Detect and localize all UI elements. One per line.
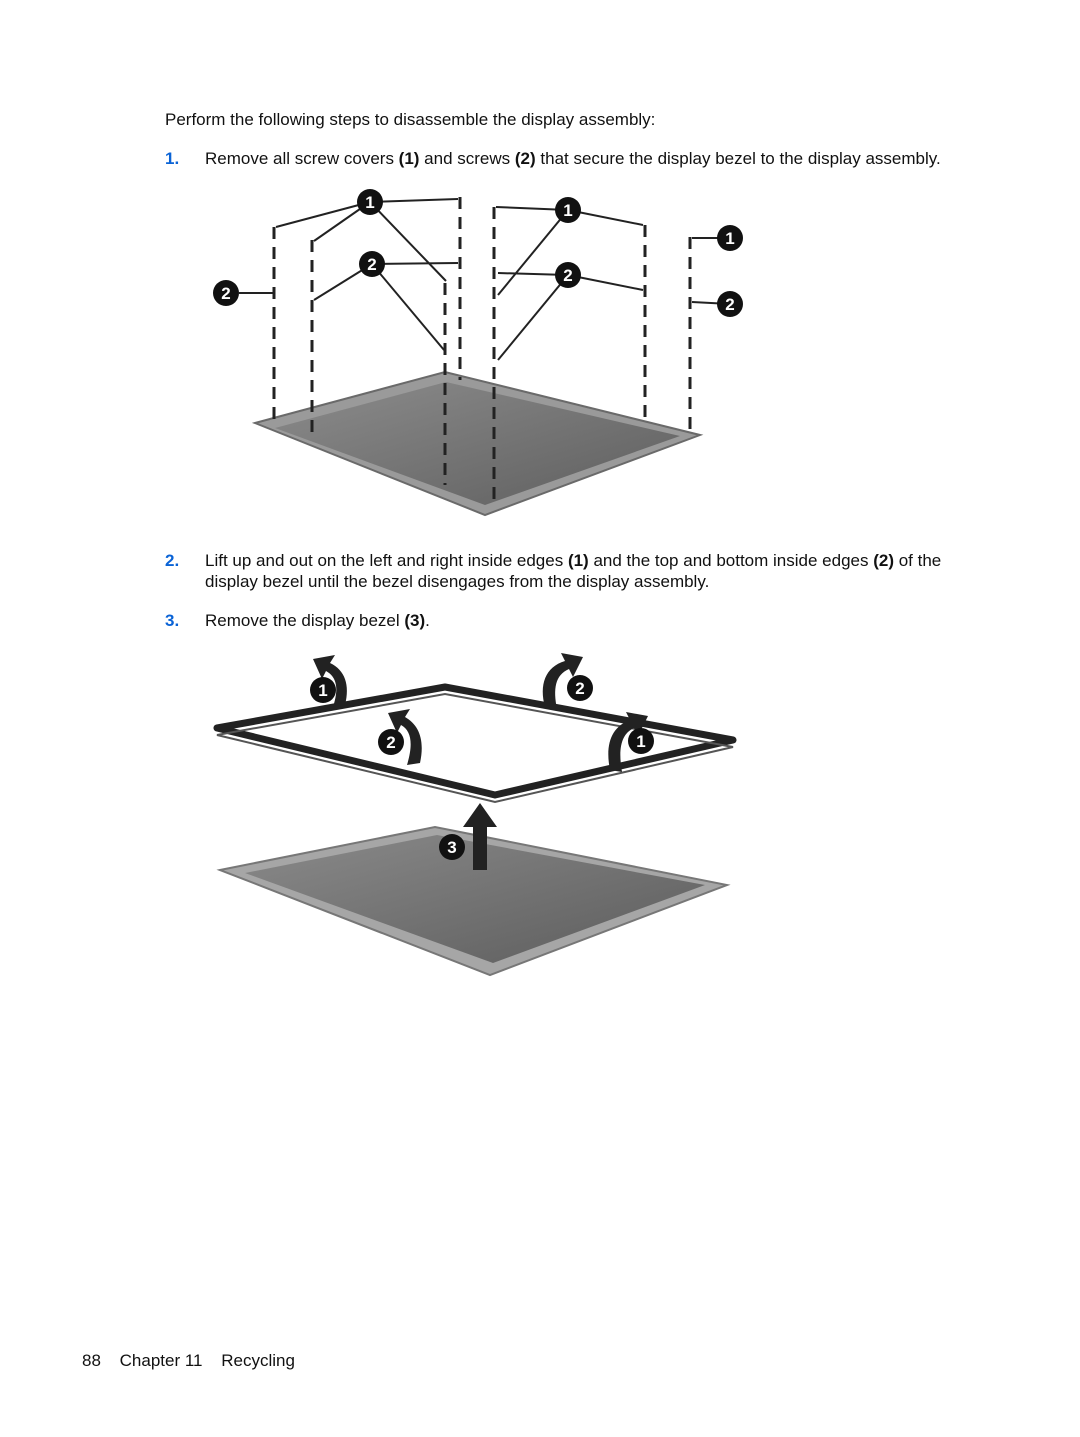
svg-text:2: 2 <box>725 295 734 314</box>
callout-2-badge: 2 <box>567 675 593 701</box>
page-number: 88 <box>82 1351 101 1370</box>
callout-badges: 1 1 1 2 2 2 2 <box>213 189 743 317</box>
curved-arrow-icon <box>388 709 422 765</box>
callout-leaders <box>239 198 731 361</box>
chapter-label: Chapter 11 <box>119 1351 203 1370</box>
step-number: 1. <box>165 149 180 168</box>
lift-arrows <box>313 653 648 870</box>
intro-text: Perform the following steps to disassemb… <box>165 110 656 129</box>
callout-2-badge: 2 <box>359 251 385 277</box>
up-arrow-icon <box>463 803 497 870</box>
callout-1-badge: 1 <box>628 728 654 754</box>
display-panel <box>245 835 705 963</box>
callout-3-badge: 3 <box>439 834 465 860</box>
svg-text:3: 3 <box>447 838 456 857</box>
svg-text:1: 1 <box>725 229 734 248</box>
callout-1-badge: 1 <box>555 197 581 223</box>
callout-2-badge: 2 <box>213 280 239 306</box>
svg-text:2: 2 <box>367 255 376 274</box>
display-bezel <box>213 683 737 799</box>
callout-1-badge: 1 <box>357 189 383 215</box>
bezel-removal-illustration: 1 2 2 1 3 <box>213 653 737 977</box>
step-text: Remove all screw covers (1) and screws (… <box>205 149 941 168</box>
section-label: Recycling <box>221 1351 295 1370</box>
callout-1-badge: 1 <box>310 677 336 703</box>
curved-arrow-icon <box>608 712 648 772</box>
svg-text:2: 2 <box>221 284 230 303</box>
callout-1-badge: 1 <box>717 225 743 251</box>
callout-2-badge: 2 <box>555 262 581 288</box>
bezel-edge <box>216 692 734 804</box>
svg-text:1: 1 <box>563 201 572 220</box>
callout-2-badge: 2 <box>378 729 404 755</box>
callout-badges: 1 2 2 1 3 <box>310 675 654 860</box>
curved-arrow-icon <box>542 653 583 709</box>
svg-text:2: 2 <box>575 679 584 698</box>
step-text: Lift up and out on the left and right in… <box>205 551 942 591</box>
svg-text:1: 1 <box>318 681 327 700</box>
curved-arrow-icon <box>313 655 347 707</box>
page-footer: 88 Chapter 11 Recycling <box>82 1351 309 1371</box>
svg-text:2: 2 <box>386 733 395 752</box>
step-number: 3. <box>165 611 180 630</box>
svg-text:1: 1 <box>636 732 645 751</box>
callout-2-badge: 2 <box>717 291 743 317</box>
screw-guide-lines <box>272 197 692 500</box>
step-text: Remove the display bezel (3). <box>205 611 430 630</box>
svg-text:2: 2 <box>563 266 572 285</box>
display-panel <box>275 382 680 505</box>
screw-removal-illustration: 1 1 1 2 2 2 2 <box>213 189 743 517</box>
svg-text:1: 1 <box>365 193 374 212</box>
step-number: 2. <box>165 551 180 570</box>
